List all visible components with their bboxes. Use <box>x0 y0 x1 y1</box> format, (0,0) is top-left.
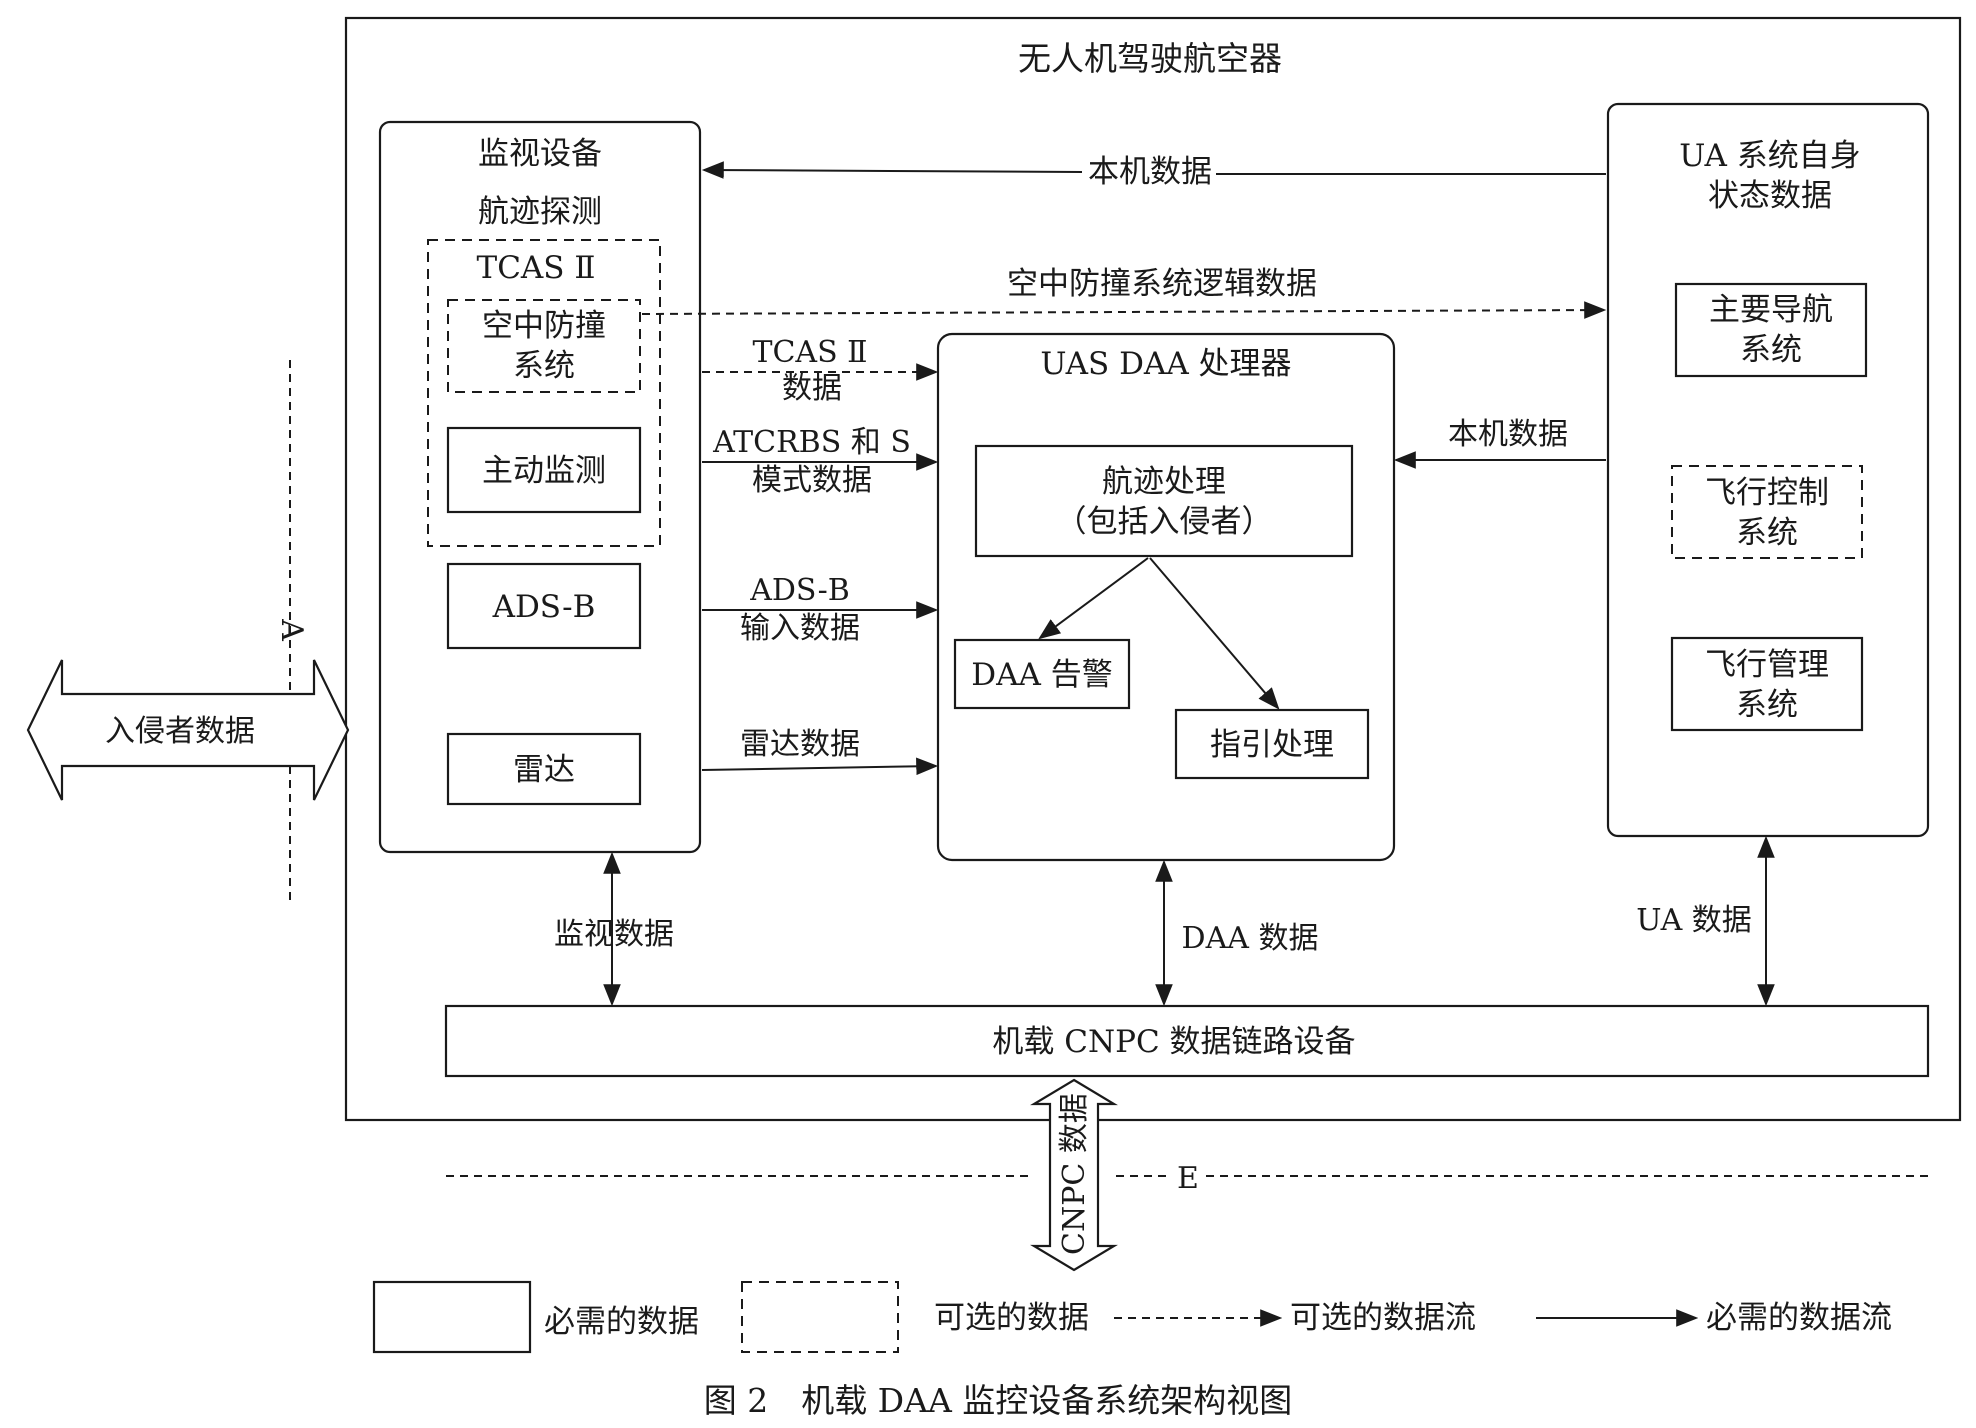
tcas-group <box>427 239 661 547</box>
adsb-data-line1: ADS-B <box>749 573 850 608</box>
ua-system-title-line1: UA 系统自身 <box>1679 138 1860 174</box>
collision-avoidance-line2: 系统 <box>513 348 575 384</box>
own-data-right-label: 本机数据 <box>1448 417 1568 452</box>
collision-avoidance-box <box>447 299 641 393</box>
interface-a-label: A <box>274 618 309 641</box>
ua-system-title-line2: 状态数据 <box>1708 178 1832 214</box>
intruder-data-arrow <box>26 659 350 801</box>
atcrbs-data-line2: 模式数据 <box>752 463 872 498</box>
surveillance-title: 监视设备 <box>478 136 602 172</box>
intruder-data-label: 入侵者数据 <box>105 714 255 749</box>
own-data-top-label: 本机数据 <box>1088 154 1212 190</box>
active-monitoring-box <box>446 426 642 514</box>
navigation-line1: 主要导航 <box>1709 292 1833 328</box>
tcas-data-line1: TCAS Ⅱ <box>752 335 867 370</box>
track-processing-line2: （包括入侵者） <box>1056 504 1273 540</box>
flight-management-line2: 系统 <box>1736 687 1798 723</box>
aircraft-title: 无人机驾驶航空器 <box>1018 39 1282 78</box>
daa-alert-label: DAA 告警 <box>971 657 1112 693</box>
active-monitoring-label: 主动监测 <box>482 453 606 489</box>
flight-control-line1: 飞行控制 <box>1705 475 1829 511</box>
flight-management-box <box>1670 636 1864 732</box>
flight-control-box <box>1671 465 1863 559</box>
navigation-line2: 系统 <box>1740 332 1802 368</box>
interface-e-label: E <box>1177 1161 1199 1196</box>
tcas-data-line2: 数据 <box>782 371 842 406</box>
figure-caption: 图 2 机载 DAA 监控设备系统架构视图 <box>704 1381 1293 1420</box>
radar-box <box>446 732 642 806</box>
navigation-system-box <box>1674 282 1868 378</box>
flight-management-line1: 飞行管理 <box>1705 647 1829 683</box>
daa-alert-box <box>953 638 1131 710</box>
logic-data-arrow <box>641 301 1607 319</box>
flight-control-line2: 系统 <box>1736 515 1798 551</box>
track-to-guidance-arrow <box>1149 557 1280 710</box>
legend-required-flow: 必需的数据流 <box>1706 1300 1892 1336</box>
tcas-title: TCAS Ⅱ <box>477 250 596 286</box>
track-processing-box <box>974 444 1354 558</box>
legend-required-box <box>372 1280 532 1354</box>
aircraft-frame <box>344 16 1962 1122</box>
track-processing-line1: 航迹处理 <box>1102 464 1226 500</box>
legend-required-data: 必需的数据 <box>544 1304 699 1340</box>
datalink-box <box>444 1004 1930 1078</box>
processor-title: UAS DAA 处理器 <box>1040 346 1291 382</box>
adsb-box <box>446 562 642 650</box>
atcrbs-data-line1: ATCRBS 和 S <box>712 425 911 460</box>
surveillance-data-label: 监视数据 <box>554 917 674 952</box>
daa-data-label: DAA 数据 <box>1182 921 1319 956</box>
ua-data-label: UA 数据 <box>1636 903 1752 938</box>
logic-data-label: 空中防撞系统逻辑数据 <box>1007 266 1317 302</box>
radar-data-arrow <box>701 757 939 776</box>
cnpc-data-label: CNPC 数据 <box>1057 1093 1092 1255</box>
guidance-box <box>1174 708 1370 780</box>
track-detection-label: 航迹探测 <box>478 194 602 230</box>
radar-label: 雷达 <box>513 752 575 788</box>
legend-optional-data: 可选的数据 <box>934 1300 1089 1336</box>
own-data-top-arrow <box>701 161 1083 179</box>
legend-optional-box <box>741 1281 899 1353</box>
datalink-label: 机载 CNPC 数据链路设备 <box>992 1024 1355 1060</box>
cnpc-data-arrow <box>1030 1078 1118 1272</box>
legend-optional-flow: 可选的数据流 <box>1290 1300 1476 1336</box>
track-to-alert-arrow <box>1038 557 1149 640</box>
guidance-label: 指引处理 <box>1210 727 1334 763</box>
collision-avoidance-line1: 空中防撞 <box>482 308 606 344</box>
processor-box <box>936 332 1396 862</box>
adsb-label: ADS-B <box>492 589 596 625</box>
radar-data-label: 雷达数据 <box>740 727 860 762</box>
adsb-data-line2: 输入数据 <box>740 611 860 646</box>
